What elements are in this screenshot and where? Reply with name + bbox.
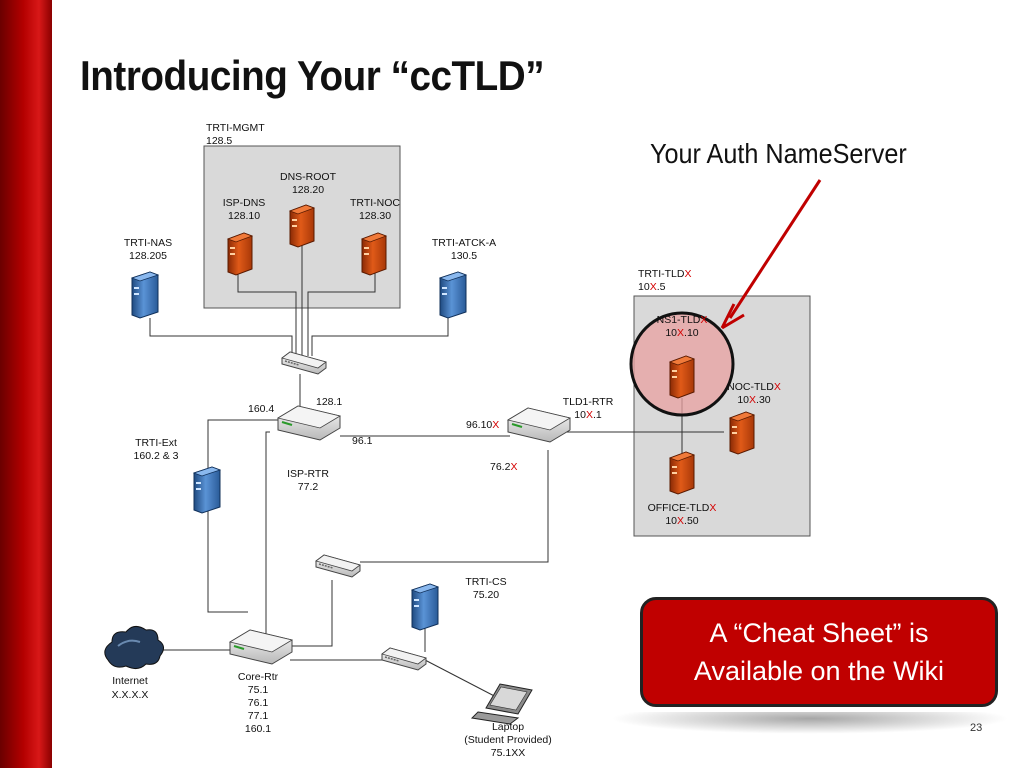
page-number: 23 <box>970 722 983 734</box>
core-rtr-addr-0: 75.1 <box>248 684 269 696</box>
sidebar-bar <box>0 0 52 768</box>
isp-rtr-addr: 77.2 <box>298 481 319 493</box>
trti-nas-server-icon <box>131 271 159 319</box>
arrow-head-icon <box>720 303 745 330</box>
link-160-4-label: 160.4 <box>248 403 274 415</box>
dns-root-server-icon <box>289 204 315 248</box>
trti-tld-addr: 10X.5 <box>638 281 666 293</box>
ns1-tld-server-icon <box>669 355 695 399</box>
trti-atck-server-icon <box>439 271 467 319</box>
laptop-sub-label: (Student Provided) <box>464 734 552 746</box>
trti-mgmt-addr: 128.5 <box>206 135 232 147</box>
internet-cloud-icon <box>104 626 164 670</box>
core-rtr-addr-2: 77.1 <box>248 710 269 722</box>
trti-ext-addr: 160.2 & 3 <box>134 450 179 462</box>
callout-shadow <box>610 712 1010 734</box>
office-tld-label: OFFICE-TLDX <box>648 502 717 514</box>
tld1-rtr-router-icon <box>507 407 571 443</box>
auth-nameserver-label: Your Auth NameServer <box>650 138 907 169</box>
link-128-1-label: 128.1 <box>316 396 342 408</box>
ns1-tld-addr: 10X.10 <box>665 327 698 339</box>
callout-line-1: A “Cheat Sheet” is <box>709 618 929 648</box>
link-76-2-label: 76.2X <box>490 461 517 473</box>
dns-root-addr: 128.20 <box>292 184 324 196</box>
isp-dns-label: ISP-DNS <box>223 197 266 209</box>
trti-noc-addr: 128.30 <box>359 210 391 222</box>
internet-label: Internet <box>112 675 148 687</box>
laptop-icon <box>470 683 533 725</box>
core-rtr-addr-3: 160.1 <box>245 723 271 735</box>
trti-ext-label: TRTI-Ext <box>135 437 177 449</box>
trti-cs-server-icon <box>411 583 439 631</box>
trti-atck-label: TRTI-ATCK-A <box>432 237 496 249</box>
callout-line-2: Available on the Wiki <box>693 656 945 686</box>
ns1-tld-label: NS1-TLDX <box>657 314 708 326</box>
link-96-1-label: 96.1 <box>352 435 373 447</box>
trti-noc-label: TRTI-NOC <box>350 197 400 209</box>
annotation-arrow <box>728 179 822 319</box>
isp-dns-addr: 128.10 <box>228 210 260 222</box>
dns-root-label: DNS-ROOT <box>280 171 337 183</box>
office-tld-addr: 10X.50 <box>665 515 698 527</box>
trti-nas-label: TRTI-NAS <box>124 237 172 249</box>
trti-ext-server-icon <box>193 466 221 514</box>
noc-tld-label: NOC-TLDX <box>727 381 781 393</box>
tld1-rtr-label: TLD1-RTR <box>563 396 614 408</box>
network-links <box>149 238 724 701</box>
noc-tld-server-icon <box>729 411 755 455</box>
trti-nas-addr: 128.205 <box>129 250 167 262</box>
laptop-label: Laptop <box>492 721 524 733</box>
trti-cs-addr: 75.20 <box>473 589 499 601</box>
trti-cs-label: TRTI-CS <box>465 576 506 588</box>
core-rtr-label: Core-Rtr <box>238 671 279 683</box>
cheat-sheet-callout: A “Cheat Sheet” is Available on the Wiki <box>640 597 998 707</box>
isp-rtr-label: ISP-RTR <box>287 468 329 480</box>
isp-rtr-router-icon <box>277 405 341 441</box>
laptop-addr: 75.1XX <box>491 747 525 759</box>
noc-tld-addr: 10X.30 <box>737 394 770 406</box>
link-96-10-label: 96.10X <box>466 419 499 431</box>
mgmt-switch-icon <box>281 351 327 375</box>
lower-switch-icon <box>315 554 361 578</box>
trti-atck-addr: 130.5 <box>451 250 477 262</box>
core-rtr-router-icon <box>229 629 293 665</box>
isp-dns-server-icon <box>227 232 253 276</box>
internet-addr: X.X.X.X <box>112 689 149 701</box>
tld1-rtr-addr: 10X.1 <box>574 409 602 421</box>
trti-noc-server-icon <box>361 232 387 276</box>
trti-mgmt-label: TRTI-MGMT <box>206 122 265 134</box>
office-tld-server-icon <box>669 451 695 495</box>
cs-switch-icon <box>381 647 427 671</box>
slide-title: Introducing Your “ccTLD” <box>80 52 545 99</box>
core-rtr-addr-1: 76.1 <box>248 697 269 709</box>
trti-tld-label: TRTI-TLDX <box>638 268 692 280</box>
